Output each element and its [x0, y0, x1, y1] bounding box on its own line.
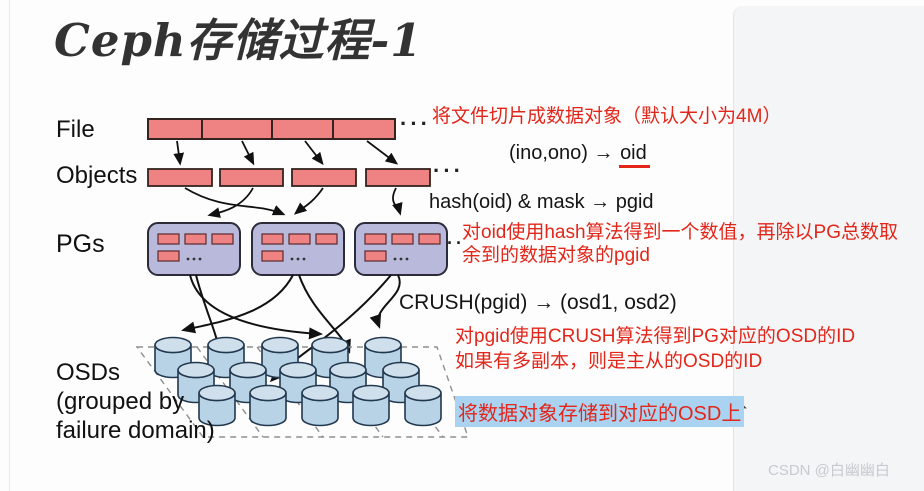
- pg-boxes: [147, 222, 448, 276]
- osd-cylinder: [301, 384, 339, 427]
- osds-row-label: OSDs (grouped by failure domain): [56, 359, 215, 444]
- annotation-hash-pgid: 对oid使用hash算法得到一个数值，再除以PG总数取 余到的数据对象的pgid: [462, 222, 899, 266]
- osd-cylinder: [352, 384, 390, 427]
- formula-hash-mask: hash(oid) & mask → pgid: [429, 191, 654, 213]
- file-strip-bar: [147, 118, 396, 140]
- objects-to-pgs-arrows: [184, 187, 403, 218]
- osd-cylinder: [404, 384, 442, 427]
- left-edge-line: [9, 0, 10, 491]
- annotation-crush-osd: 对pgid使用CRUSH算法得到PG对应的OSD的ID 如果有多副本，则是主从的…: [455, 326, 856, 372]
- csdn-watermark: CSDN @白幽幽白: [768, 462, 890, 479]
- formula-ino-ono-left: (ino,ono) →: [509, 142, 620, 164]
- objects-ellipsis: ···: [433, 158, 464, 183]
- pg-box: [251, 222, 345, 276]
- pgs-row-label: PGs: [56, 230, 105, 258]
- file-to-objects-arrows: [173, 140, 399, 166]
- file-row-label: File: [56, 116, 95, 143]
- page-title: Ceph存储过程-1: [54, 14, 423, 67]
- right-background-panel: [733, 6, 924, 491]
- pg-box: [354, 222, 448, 276]
- osd-cylinder: [249, 384, 287, 427]
- pgs-ellipsis: ··: [447, 233, 465, 253]
- formula-ino-ono-oid: (ino,ono) → oid: [509, 142, 650, 168]
- annotation-store-highlighted: 将数据对象存储到对应的OSD上: [455, 396, 745, 427]
- objects-row-label: Objects: [56, 162, 138, 189]
- file-ellipsis: ···: [400, 111, 431, 136]
- formula-oid-underlined: oid: [619, 142, 650, 168]
- formula-crush: CRUSH(pgid) → (osd1, osd2): [399, 291, 677, 314]
- object-blocks: [147, 168, 431, 187]
- annotation-slice-file: 将文件切片成数据对象（默认大小为4M）: [432, 106, 782, 127]
- pg-box: [147, 222, 241, 276]
